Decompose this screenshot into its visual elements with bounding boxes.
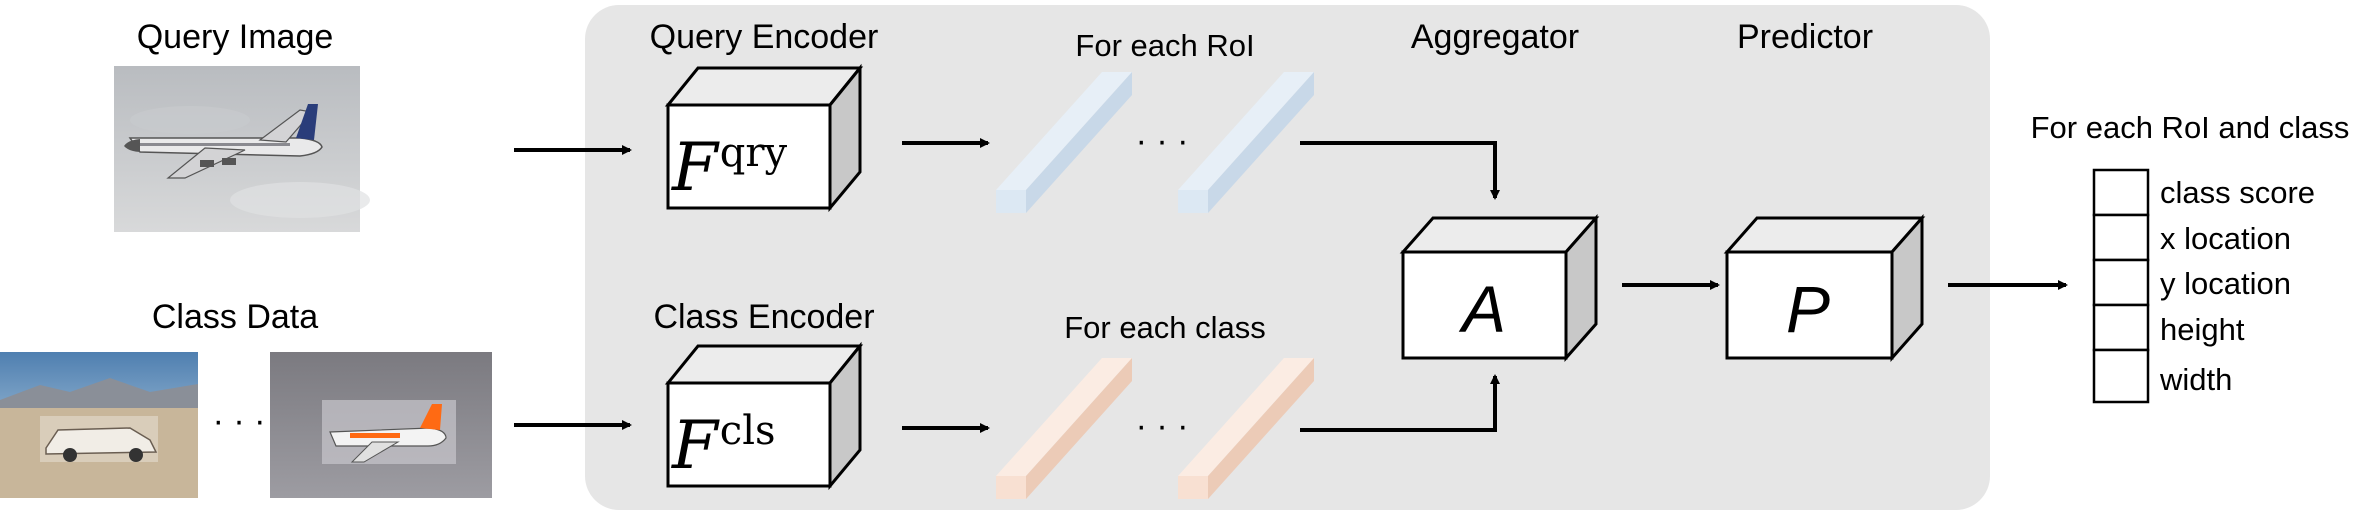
output-field-y-location: y location	[2160, 266, 2291, 301]
query-feature-bar-first	[996, 72, 1132, 213]
output-cell	[2092, 258, 2150, 307]
query-feature-caption: For each RoI	[1075, 28, 1254, 63]
class-feature-ellipsis: · · ·	[1136, 407, 1189, 445]
output-vector	[2092, 168, 2150, 404]
query-feature-bar-last	[1178, 72, 1314, 213]
class-feature-bar-last	[1178, 358, 1314, 499]
output-caption: For each RoI and class	[2031, 110, 2350, 145]
output-field-x-location: x location	[2160, 221, 2291, 256]
predictor-box: P	[1723, 214, 1926, 362]
query-to-aggregator-arrow	[1300, 141, 1500, 200]
class-image-car-thumbnail	[0, 352, 198, 498]
class-feature-bar-first	[996, 358, 1132, 499]
class-encoder-box: Fcls	[664, 341, 864, 491]
query-encoder-title: Query Encoder	[650, 18, 879, 56]
predictor-symbol: P	[1786, 272, 1830, 346]
query-encoder-symbol: Fqry	[671, 129, 788, 206]
output-cell	[2092, 303, 2150, 352]
output-cell	[2092, 348, 2150, 404]
aggregator-symbol: A	[1458, 272, 1506, 346]
model-panel	[585, 5, 1990, 510]
aggregator-title: Aggregator	[1411, 18, 1579, 56]
class-encoder-title: Class Encoder	[653, 298, 874, 336]
class-data-ellipsis: · · ·	[213, 402, 266, 440]
query-image-thumbnail	[114, 66, 370, 232]
class-to-aggregator-arrow	[1300, 374, 1500, 432]
class-data-label: Class Data	[152, 298, 318, 336]
output-cell	[2092, 213, 2150, 262]
output-field-height: height	[2160, 312, 2245, 347]
query-encoder-box: Fqry	[664, 63, 864, 213]
predictor-title: Predictor	[1737, 18, 1873, 56]
aggregator-box: A	[1399, 214, 1600, 362]
class-image-airplane-thumbnail	[270, 352, 492, 498]
query-feature-ellipsis: · · ·	[1136, 122, 1189, 160]
output-cell	[2092, 168, 2150, 217]
query-image-label: Query Image	[137, 18, 334, 56]
class-feature-caption: For each class	[1064, 310, 1266, 345]
output-field-class-score: class score	[2160, 175, 2315, 210]
class-encoder-symbol: Fcls	[671, 407, 776, 484]
output-field-width: width	[2159, 362, 2232, 397]
